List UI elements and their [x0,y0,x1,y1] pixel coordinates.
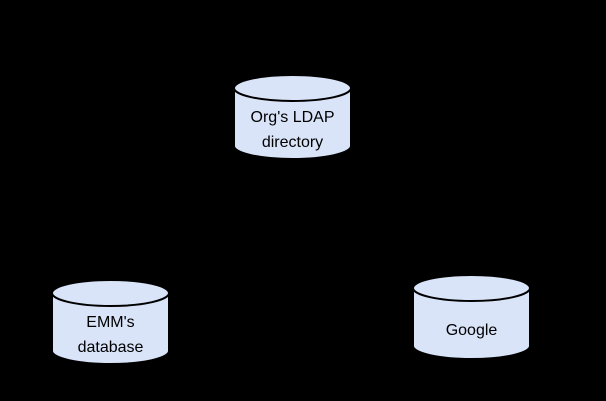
node-label-emms-database: EMM's database [50,305,171,365]
label-line: directory [261,134,324,151]
cylinder-top [233,74,352,102]
label-line: EMM's [86,314,135,331]
node-orgs-ldap-directory: Org's LDAP directory [232,73,353,161]
database-cylinder-icon [51,279,170,365]
label-line: database [77,339,144,356]
label-line: Google [445,321,498,339]
node-label-orgs-ldap-directory: Org's LDAP directory [232,100,353,160]
database-cylinder-icon [412,274,531,360]
cylinder-body [233,88,352,160]
label-line: Org's LDAP [250,109,335,126]
cylinder-body [412,288,531,360]
cylinder-top [412,274,531,302]
database-cylinder-icon [233,74,352,160]
cylinder-top [51,279,170,307]
node-label-google: Google [411,300,532,360]
node-google: Google [411,273,532,361]
cylinder-body [51,293,170,365]
node-emms-database: EMM's database [50,278,171,366]
